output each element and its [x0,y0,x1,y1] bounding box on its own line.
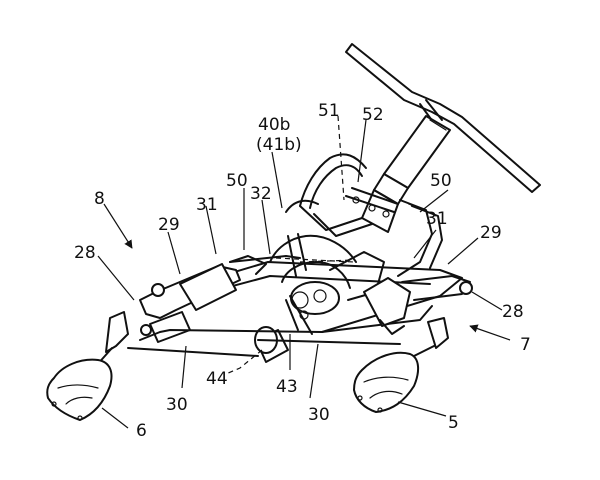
label-30-right: 30 [308,405,330,425]
lower-frame [127,255,463,357]
left-ski [46,311,129,421]
seat-frame [285,153,443,277]
hidden-lines [225,115,437,375]
label-29-left: 29 [158,215,180,235]
label-29-right: 29 [480,223,502,243]
label-5: 5 [448,413,459,433]
reference-labels: 40b (41b) 51 52 50 50 32 31 31 29 29 28 … [74,101,531,441]
label-44: 44 [206,369,228,389]
right-suspension [363,275,473,335]
label-50-right: 50 [430,171,452,191]
label-50-left: 50 [226,171,248,191]
label-28-right: 28 [502,302,524,322]
label-31-left: 31 [196,195,218,215]
label-31-right: 31 [426,209,448,229]
label-30-left: 30 [166,395,188,415]
label-41b: (41b) [256,135,302,155]
label-52: 52 [362,105,384,125]
label-32: 32 [250,184,272,204]
label-28-left: 28 [74,243,96,263]
label-40b: 40b [258,115,290,135]
steering-column [361,115,451,233]
right-ski [353,317,449,413]
label-51: 51 [318,101,340,121]
label-7: 7 [520,335,531,355]
label-8: 8 [94,189,105,209]
label-6: 6 [136,421,147,441]
left-suspension [139,255,267,343]
leader-lines [97,119,511,429]
label-43: 43 [276,377,298,397]
